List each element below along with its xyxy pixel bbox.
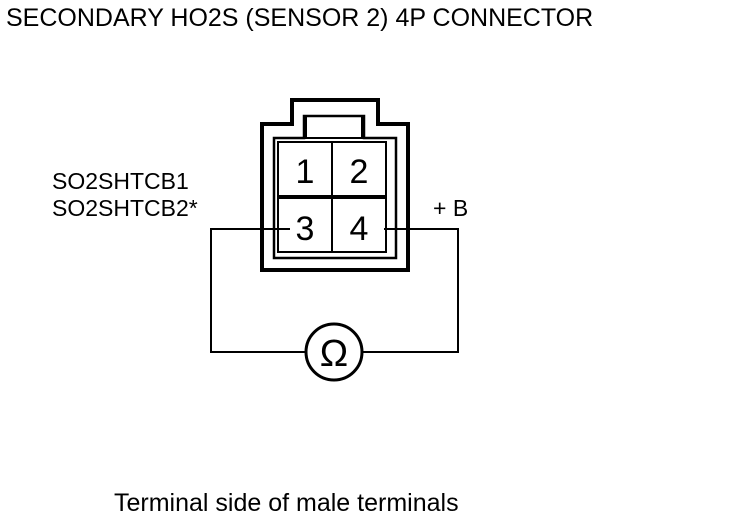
probe-wire-right [362, 228, 459, 353]
ohmmeter-icon [304, 322, 364, 382]
connector-inner-outline [272, 114, 398, 260]
terminal-number-1: 1 [296, 153, 315, 191]
wire-label-so2shtcb2: SO2SHTCB2* [52, 195, 198, 221]
terminal-number-4: 4 [350, 210, 369, 248]
wire-label-so2shtcb1: SO2SHTCB1 [52, 168, 189, 194]
connector-lock-key [305, 115, 363, 139]
connector-housing [260, 98, 410, 272]
ohm-symbol: Ω [320, 333, 348, 375]
diagram-title: SECONDARY HO2S (SENSOR 2) 4P CONNECTOR [6, 4, 593, 32]
wire-label-plus-b: + B [433, 195, 468, 221]
terminal-number-2: 2 [350, 153, 369, 191]
footer-caption: Terminal side of male terminals [114, 489, 459, 517]
terminal-number-3: 3 [296, 210, 315, 248]
probe-wire-left [210, 228, 306, 353]
terminal-cell-2 [331, 141, 387, 197]
terminal-cell-4 [331, 197, 387, 253]
